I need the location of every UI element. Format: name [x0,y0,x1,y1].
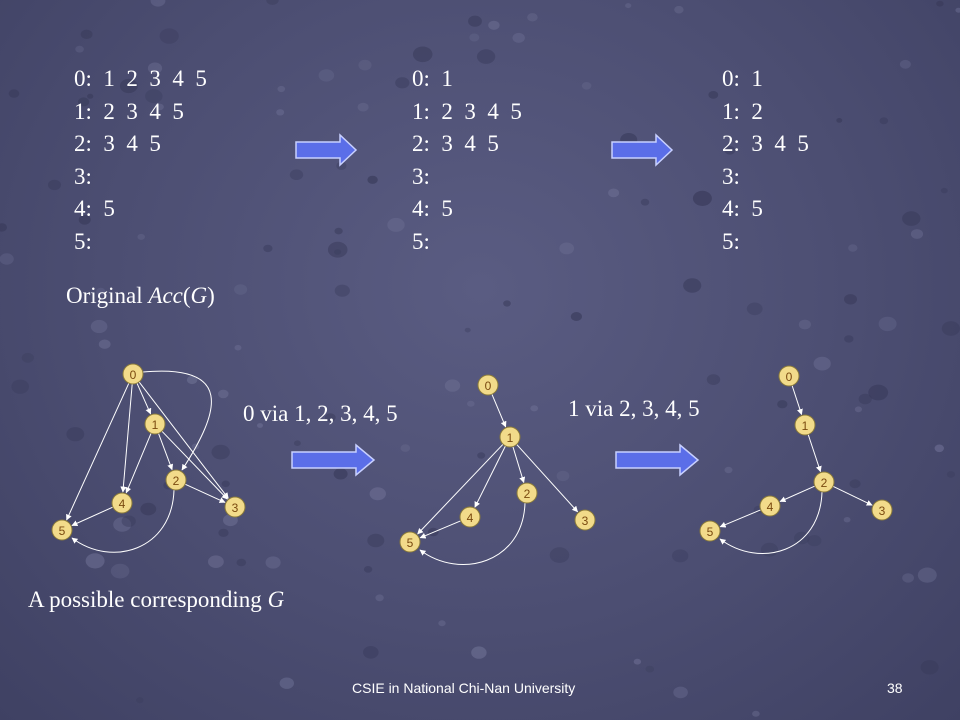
list-line: 4: 5 [412,196,453,221]
graph-edge [419,520,461,539]
graph-node: 3 [224,496,246,518]
graph-edge [71,506,114,527]
graph-node-label: 1 [802,419,809,433]
list-line: 2: 3 4 5 [74,131,161,156]
right-arrow-icon [611,133,674,167]
graph-node: 2 [813,471,835,493]
list-line: 0: 1 [722,66,763,91]
graph-node-label: 3 [582,514,589,528]
right-arrow-icon [615,443,700,477]
step1-label: 0 via 1, 2, 3, 4, 5 [243,401,398,426]
adjacency-list-step2: 0: 1 1: 2 2: 3 4 5 3: 4: 5 5: [722,63,809,258]
footer-text: CSIE in National Chi-Nan University [352,680,576,696]
graph-node: 0 [477,374,499,396]
graph-node: 1 [794,414,816,436]
adjacency-list-step1: 0: 1 1: 2 3 4 5 2: 3 4 5 3: 4: 5 5: [412,63,522,258]
graph-edge [158,433,174,471]
graph-node: 3 [871,499,893,521]
possible-graph-label: A possible corresponding G [28,587,285,612]
graph-edge [125,433,152,494]
adjacency-list-original: 0: 1 2 3 4 5 1: 2 3 4 5 2: 3 4 5 3: 4: 5 5: [74,63,207,258]
graph-node-label: 4 [467,511,474,525]
graph-edge [719,509,761,528]
graph-node-label: 0 [130,368,137,382]
original-acc-label: Original Acc(G) [66,283,215,308]
graph-node: 4 [459,506,481,528]
graph-node: 5 [51,519,73,541]
graph-edge [417,443,504,535]
list-line: 0: 1 [412,66,453,91]
graph-node-label: 5 [707,525,714,539]
list-line: 4: 5 [74,196,115,221]
graph-node: 0 [122,363,144,385]
graph-edge [491,394,507,428]
graph-node-label: 5 [59,524,66,538]
list-line: 0: 1 2 3 4 5 [74,66,207,91]
list-line: 5: [412,228,430,254]
list-line: 2: 3 4 5 [722,131,809,156]
list-line: 2: 3 4 5 [412,131,499,156]
step2-label: 1 via 2, 3, 4, 5 [568,396,700,421]
right-arrow-icon [295,133,358,167]
graph-node: 3 [574,509,596,531]
graph-node-label: 5 [407,536,414,550]
graph-edge [419,502,526,565]
list-line: 5: [722,228,740,254]
graph-edge [516,444,579,513]
graph-edge [142,370,212,471]
graph-node: 4 [111,492,133,514]
list-line: 1: 2 3 4 5 [74,98,184,124]
graph-node-label: 1 [152,418,159,432]
graph-node-label: 3 [232,501,239,515]
graph-edge [66,382,130,521]
graph-node-label: 0 [786,370,793,384]
graph-node: 1 [499,426,521,448]
graph-edge [791,385,803,416]
graph-edge [120,383,133,493]
graph-node: 1 [144,413,166,435]
graph-edge [807,434,822,473]
list-line: 1: 2 [722,98,763,124]
graph-edge [719,491,823,554]
graph-node: 0 [778,365,800,387]
list-line: 4: 5 [722,196,763,221]
graph-node-label: 3 [879,504,886,518]
graph-edge [184,483,226,503]
graph-node-label: 0 [485,379,492,393]
list-line: 3: [412,163,430,189]
graph-node: 5 [399,531,421,553]
graph-node: 5 [699,520,721,542]
list-line: 1: 2 3 4 5 [412,98,522,124]
graph-edge [71,489,175,553]
graph-node-label: 4 [119,497,126,511]
graph-edge [136,382,152,415]
graph-node: 2 [516,482,538,504]
graph-edge [779,485,816,503]
graph-node-label: 2 [821,476,828,490]
graph-node: 2 [165,469,187,491]
graph-edge [474,445,506,508]
page-number: 38 [887,680,903,696]
graph-edge [512,446,526,484]
graph-node-label: 2 [524,487,531,501]
right-arrow-icon [291,443,376,477]
graph-edge [138,381,229,499]
graph-node-label: 2 [173,474,180,488]
graph-node-label: 4 [767,500,774,514]
graph-edge [161,430,228,500]
list-line: 3: [722,163,740,189]
list-line: 3: [74,163,92,189]
graph-edge [832,485,873,506]
graph-node: 4 [759,495,781,517]
graph-node-label: 1 [507,431,514,445]
list-line: 5: [74,228,92,254]
